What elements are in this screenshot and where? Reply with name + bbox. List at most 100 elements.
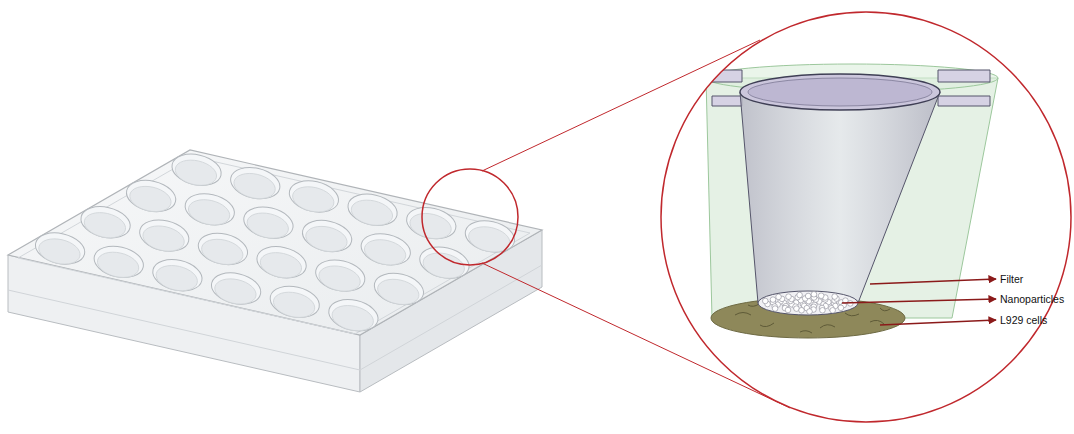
well (32, 228, 87, 268)
well-wall (706, 78, 998, 318)
well (267, 282, 322, 322)
zoom-view (661, 12, 1071, 422)
part-label: Nanoparticles (1000, 293, 1064, 305)
well (358, 229, 413, 269)
well-rim (267, 282, 322, 322)
well (123, 176, 178, 216)
well-bottom (140, 222, 186, 255)
well (404, 203, 459, 243)
well-rim (123, 176, 178, 216)
well-rim (169, 150, 224, 190)
well-bottom (466, 223, 512, 256)
part-label: L929 cells (1000, 314, 1047, 326)
well (254, 242, 309, 282)
well (150, 255, 205, 295)
nanoparticle (805, 293, 811, 299)
well-rim (345, 190, 400, 230)
plate-skirt-line (360, 265, 542, 370)
insert-flange (938, 70, 990, 82)
cell-layer (711, 298, 905, 338)
well (371, 269, 426, 309)
well-bottom (245, 209, 291, 242)
cell-shape (748, 304, 759, 306)
cell-shape (880, 308, 890, 311)
well-bottom (127, 183, 173, 216)
well-rim (137, 215, 192, 255)
well-rim (299, 216, 354, 256)
insert-cup (740, 92, 940, 303)
well-bottom (375, 276, 421, 309)
well-bottom (421, 249, 467, 282)
well-rim (78, 202, 133, 242)
well-bottom (303, 223, 349, 256)
well-bottom (290, 183, 336, 216)
nanoparticle (820, 307, 826, 313)
well (182, 189, 237, 229)
zoom-marker (422, 169, 518, 265)
insert-flange (938, 96, 990, 106)
cell-shape (760, 323, 774, 327)
well-bottom (154, 262, 200, 295)
well-bottom (36, 235, 82, 268)
well-rim (313, 255, 368, 295)
cell-shapes (735, 304, 890, 333)
well (313, 255, 368, 295)
well-bottom (258, 249, 304, 282)
well-bottom (186, 196, 232, 229)
well-rim (32, 228, 87, 268)
well (326, 295, 381, 335)
nanoparticle (785, 307, 791, 313)
zoom-background (661, 12, 1071, 422)
well-bottom (212, 275, 258, 308)
well (195, 229, 250, 269)
nanoparticle (807, 309, 813, 315)
leader-arrow (880, 320, 996, 325)
well-bottom (330, 302, 376, 335)
well (228, 163, 283, 203)
well-bottom (95, 248, 141, 281)
nanoparticle (762, 298, 768, 304)
well-bottom (231, 170, 277, 203)
cell-shape (845, 313, 859, 316)
well-group (32, 150, 517, 336)
well (417, 243, 472, 283)
well (462, 216, 517, 256)
well-bottom (82, 209, 128, 242)
well-rim (417, 243, 472, 283)
cell-shape (735, 313, 751, 316)
well-rim (358, 229, 413, 269)
nanoparticle (832, 294, 838, 300)
well-plate (8, 150, 542, 392)
well (78, 202, 133, 242)
nanoparticle (811, 291, 817, 297)
well (208, 268, 263, 308)
well-rim (404, 203, 459, 243)
well-bottom (271, 288, 317, 321)
well-rim (150, 255, 205, 295)
plate-lid-edge (18, 157, 530, 334)
well-rim (195, 229, 250, 269)
well-bottom (316, 262, 362, 295)
nanoparticle (770, 297, 776, 303)
part-label: Filter (1000, 273, 1023, 285)
nanoparticle (830, 308, 836, 314)
leader-arrow (870, 279, 996, 284)
zoom-circle (661, 12, 1071, 422)
well-rim (208, 268, 263, 308)
nanoparticle (797, 292, 803, 298)
nanoparticle (818, 293, 824, 299)
cell-shape (800, 331, 812, 333)
well (169, 150, 224, 190)
nanoparticle (786, 294, 792, 300)
well-bottom (199, 236, 245, 269)
well-rim (228, 163, 283, 203)
well (345, 190, 400, 230)
well-rim (326, 295, 381, 335)
well-rim (182, 189, 237, 229)
well-bottom (173, 156, 219, 189)
well-rim (371, 269, 426, 309)
well-bottom (407, 210, 453, 243)
well (241, 203, 296, 243)
